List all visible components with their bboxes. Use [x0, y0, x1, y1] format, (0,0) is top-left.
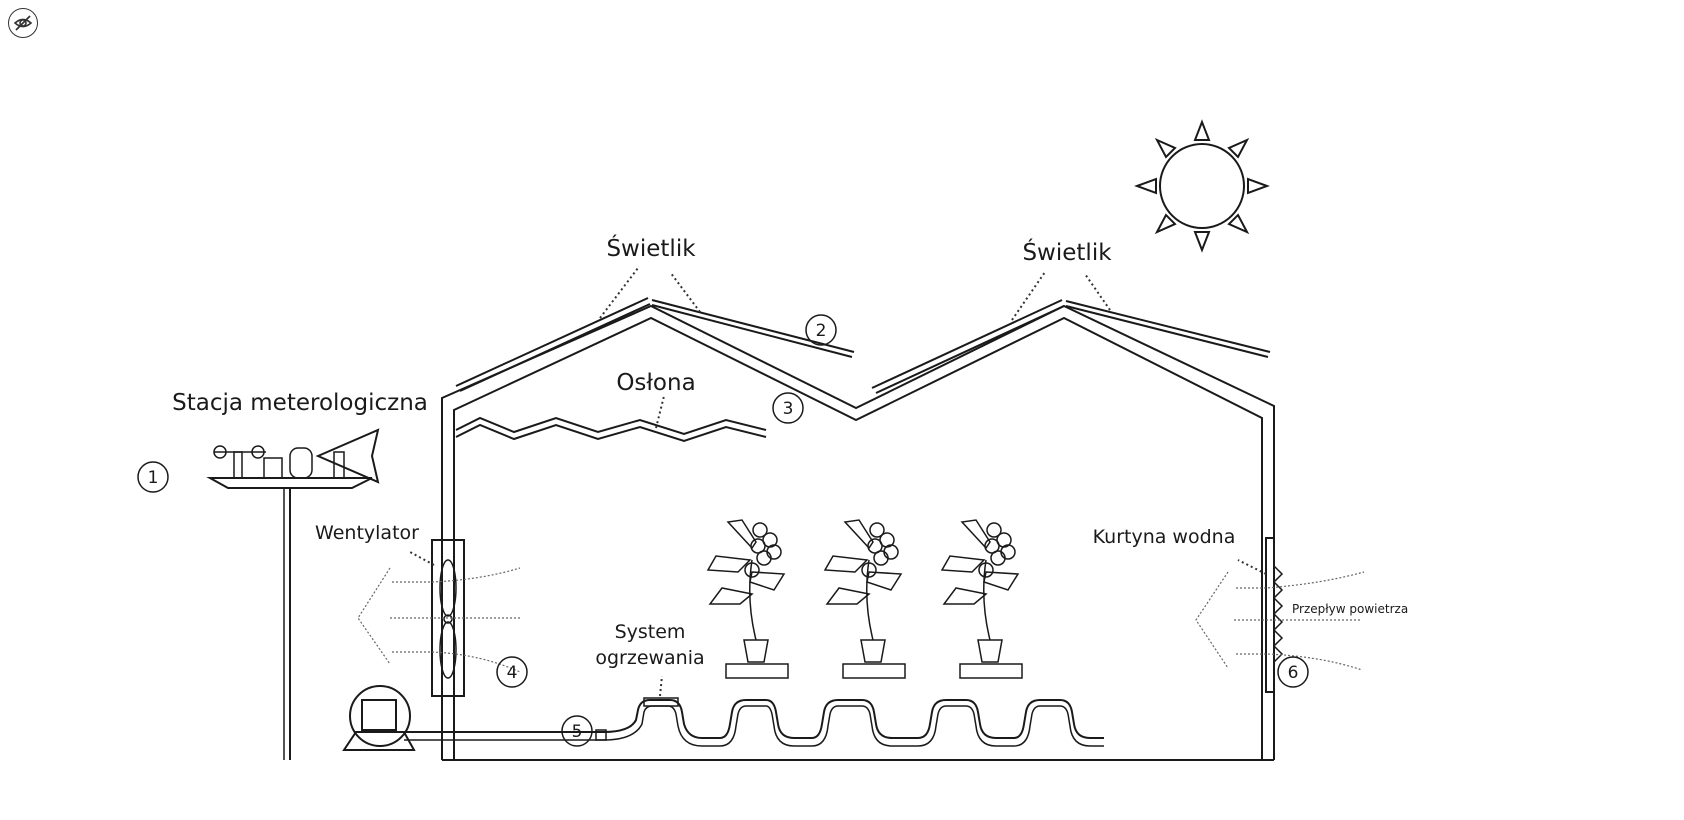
hide-toggle-button[interactable] [8, 8, 38, 38]
water-curtain-leader [1237, 559, 1267, 575]
label-screen: Osłona [616, 370, 695, 396]
greenhouse-structure [441, 304, 1275, 761]
label-heating-line1: System [615, 621, 686, 643]
blower-heater [342, 685, 416, 751]
svg-text:2: 2 [816, 321, 827, 341]
label-weather-station: Stacja meterologiczna [172, 390, 428, 416]
svg-text:6: 6 [1288, 663, 1299, 683]
fan-leader [409, 551, 435, 566]
eye-slash-icon [13, 15, 33, 31]
plant-1 [706, 519, 789, 679]
plants [706, 519, 1023, 679]
marker-2: 2 [805, 314, 837, 346]
marker-1: 1 [137, 461, 169, 493]
shade-screen [455, 416, 767, 443]
weather-station [206, 428, 380, 760]
screen-leader [655, 395, 665, 429]
heating-leader [659, 675, 663, 697]
marker-4: 4 [496, 656, 528, 688]
svg-text:3: 3 [783, 399, 794, 419]
plant-2 [823, 519, 906, 679]
label-fan: Wentylator [315, 522, 419, 544]
fan-airflow [357, 567, 521, 673]
skylight-right [871, 299, 1271, 394]
label-water-curtain: Kurtyna wodna [1093, 526, 1236, 548]
skylight-left-leader-a [599, 267, 639, 319]
marker-5: 5 [561, 715, 593, 747]
svg-text:5: 5 [572, 722, 583, 742]
label-skylight-right: Świetlik [1022, 238, 1112, 266]
heating-pipes [404, 697, 1104, 747]
marker-6: 6 [1277, 656, 1309, 688]
skylight-right-leader-a [1011, 271, 1046, 321]
water-curtain [1265, 537, 1284, 693]
marker-3: 3 [772, 392, 804, 424]
curtain-airflow [1195, 571, 1365, 671]
skylight-left-leader-b [669, 271, 701, 313]
label-airflow: Przepływ powietrza [1292, 602, 1408, 616]
label-heating-line2: ogrzewania [595, 647, 704, 669]
skylight-right-leader-b [1084, 273, 1111, 311]
svg-text:4: 4 [507, 663, 518, 683]
svg-text:1: 1 [148, 468, 159, 488]
plant-3 [940, 519, 1023, 679]
label-skylight-left: Świetlik [606, 234, 696, 262]
sun-icon [1134, 119, 1270, 253]
skylight-left [455, 297, 855, 392]
